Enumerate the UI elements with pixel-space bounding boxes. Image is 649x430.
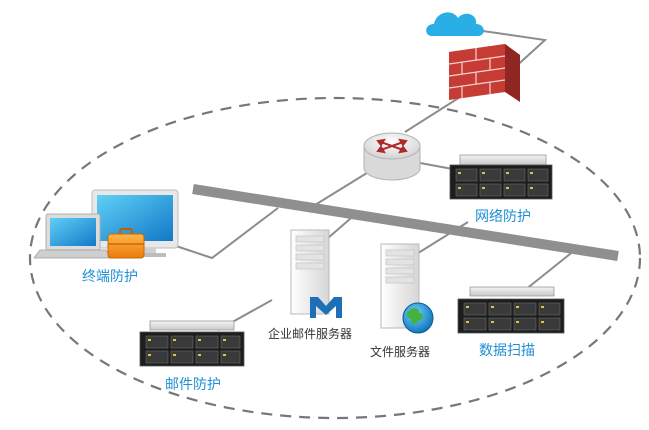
cloud-icon: [426, 12, 484, 36]
laptop-desktop-icon: [33, 189, 179, 259]
firewall-icon: [448, 44, 520, 102]
router-backbone-link: [314, 167, 376, 206]
scan-rack-server-icon: [457, 286, 565, 334]
router-icon: [363, 132, 421, 181]
data-scan-label: 数据扫描: [479, 343, 535, 359]
endpoint-protection-label: 终端防护: [82, 269, 138, 285]
network-backbone: [192, 184, 619, 261]
mail-protection-label: 邮件防护: [165, 377, 221, 393]
cloud-link: [461, 27, 548, 71]
mail-m-icon: [310, 297, 342, 318]
network-boundary: [28, 96, 642, 420]
globe-icon: [402, 302, 434, 334]
file-server-label: 文件服务器: [370, 345, 431, 359]
scan-link: [524, 249, 576, 291]
mail-server-label: 企业邮件服务器: [268, 327, 353, 341]
rack-server-icon: [449, 154, 553, 200]
network-protection-label: 网络防护: [475, 209, 531, 225]
toolbox-icon: [107, 228, 145, 259]
mail-rack-server-icon: [139, 320, 245, 367]
